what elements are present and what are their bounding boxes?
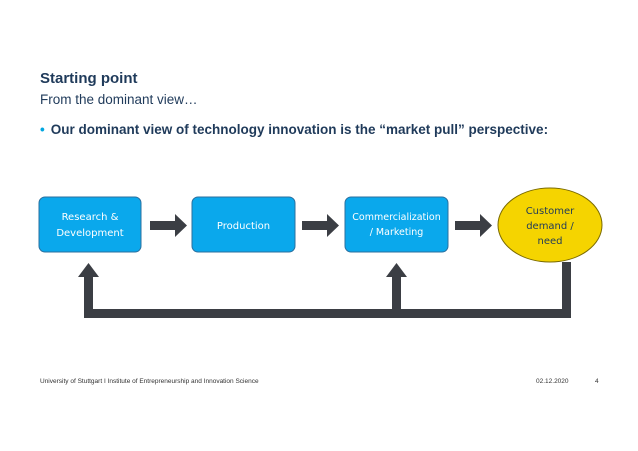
feedback-stem-research [84, 277, 93, 318]
box-label: Commercialization [352, 212, 440, 223]
box-label: demand / [526, 221, 574, 232]
box-label: / Marketing [370, 227, 424, 238]
box-label: Production [217, 221, 270, 232]
customer-demand-ellipse: Customer demand / need [497, 187, 603, 263]
arrow-up-icon [78, 263, 99, 277]
arrow-up-icon [386, 263, 407, 277]
bullet-point: • Our dominant view of technology innova… [40, 122, 548, 137]
page-number: 4 [595, 378, 599, 385]
feedback-stem-customer [562, 262, 571, 318]
bullet-marker: • [40, 122, 45, 137]
page-title: Starting point [40, 70, 138, 87]
bullet-text: Our dominant view of technology innovati… [50, 122, 549, 137]
box-label: Customer [526, 206, 575, 217]
box-label: Development [56, 228, 123, 239]
box-label: Research & [62, 212, 119, 223]
box-production: Production [191, 196, 296, 253]
arrow-right-icon [150, 214, 187, 237]
arrow-right-icon [302, 214, 339, 237]
box-commercialization-marketing: Commercialization / Marketing [344, 196, 449, 253]
box-research-development: Research & Development [38, 196, 142, 253]
feedback-loop [78, 262, 571, 318]
arrow-right-icon [455, 214, 492, 237]
page-subtitle: From the dominant view… [40, 92, 198, 107]
box-label: need [538, 236, 563, 247]
feedback-base-line [84, 309, 571, 318]
forward-arrows [150, 214, 492, 237]
feedback-stem-commercialization [392, 277, 401, 318]
footer-institution: University of Stuttgart I Institute of E… [40, 378, 259, 385]
footer-date: 02.12.2020 [536, 378, 569, 385]
